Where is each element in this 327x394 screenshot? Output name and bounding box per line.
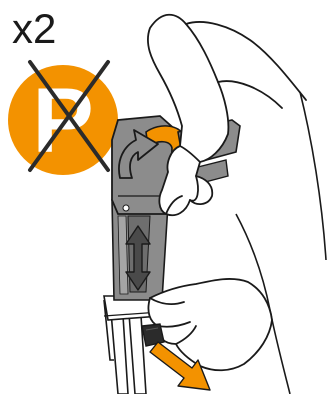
no-parking-badge: P <box>8 62 118 175</box>
sleeve-line-2 <box>300 92 326 260</box>
upper-hand <box>148 15 306 215</box>
repeat-count-label: x2 <box>12 6 56 52</box>
screw <box>123 205 129 211</box>
release-clip <box>142 324 164 346</box>
